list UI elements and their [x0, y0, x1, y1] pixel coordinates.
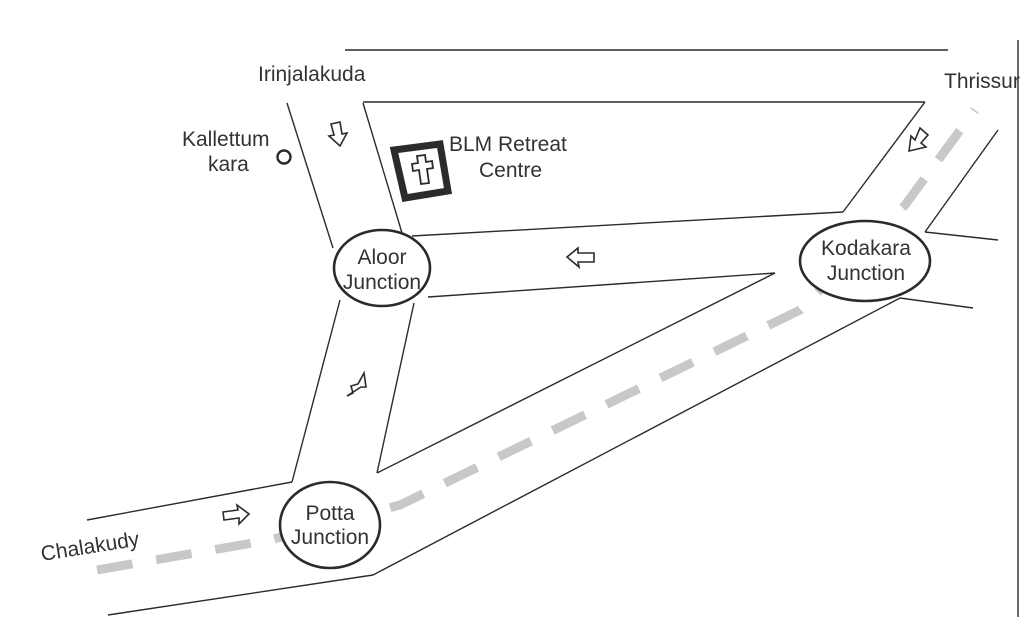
irinjalakuda-road-right-edge: [362, 102, 403, 234]
arrow-down-icon: [327, 121, 349, 148]
junction-kodakara-ellipse: [798, 219, 932, 303]
junction-aloor-label-line2: Junction: [343, 271, 421, 294]
place-label-irinjalakuda: Irinjalakuda: [258, 63, 366, 86]
junction-kodakara-label-line1: Kodakara: [821, 237, 911, 260]
place-label-kallettumkara-line1: Kallettum: [182, 128, 270, 151]
chalakudy-road-lower-edge: [107, 574, 374, 616]
cross-icon: [410, 153, 435, 186]
aloor-potta-road-right-edge: [376, 302, 415, 474]
irinjalakuda-road-left-edge: [286, 102, 334, 249]
arrow-left-icon: [565, 246, 595, 270]
junction-potta-label-line1: Potta: [305, 502, 354, 525]
place-label-thrissur: Thrissur: [944, 70, 1020, 93]
aloor-potta-road-left-edge: [291, 299, 341, 483]
blm-retreat-centre-landmark[interactable]: [389, 140, 453, 202]
thrissur-road-right-edge: [924, 129, 999, 233]
thrissur-road-left-edge: [842, 101, 926, 213]
place-label-kallettumkara-line2: kara: [208, 153, 249, 176]
landmark-label-line2: Centre: [479, 159, 542, 182]
junction-aloor-ellipse: [332, 228, 432, 308]
junction-potta-ellipse: [278, 480, 382, 570]
inner-triangle-diagonal: [376, 272, 776, 474]
arrow-up-icon: [346, 370, 367, 397]
east-road-lower-edge: [899, 297, 974, 309]
junction-potta[interactable]: Potta Junction: [278, 480, 382, 570]
kallettumkara-marker-icon: [276, 149, 292, 165]
junction-kodakara[interactable]: Kodakara Junction: [798, 219, 932, 303]
junction-aloor-label-line1: Aloor: [357, 246, 406, 269]
aloor-kodakara-road-lower-edge: [427, 272, 776, 298]
east-road-upper-edge: [924, 231, 999, 241]
landmark-label-line1: BLM Retreat: [449, 133, 567, 156]
aloor-kodakara-road-upper-edge: [411, 211, 844, 237]
arrow-down-left-icon: [908, 126, 930, 153]
chalakudy-road-upper-edge: [86, 481, 293, 521]
place-label-chalakudy: Chalakudy: [39, 528, 141, 566]
junction-kodakara-label-line2: Junction: [827, 262, 905, 285]
junction-aloor[interactable]: Aloor Junction: [332, 228, 432, 308]
junction-potta-label-line2: Junction: [291, 526, 369, 549]
arrow-right-icon: [222, 503, 251, 526]
highway-lower-edge: [372, 297, 901, 576]
railway-line: [96, 107, 979, 575]
